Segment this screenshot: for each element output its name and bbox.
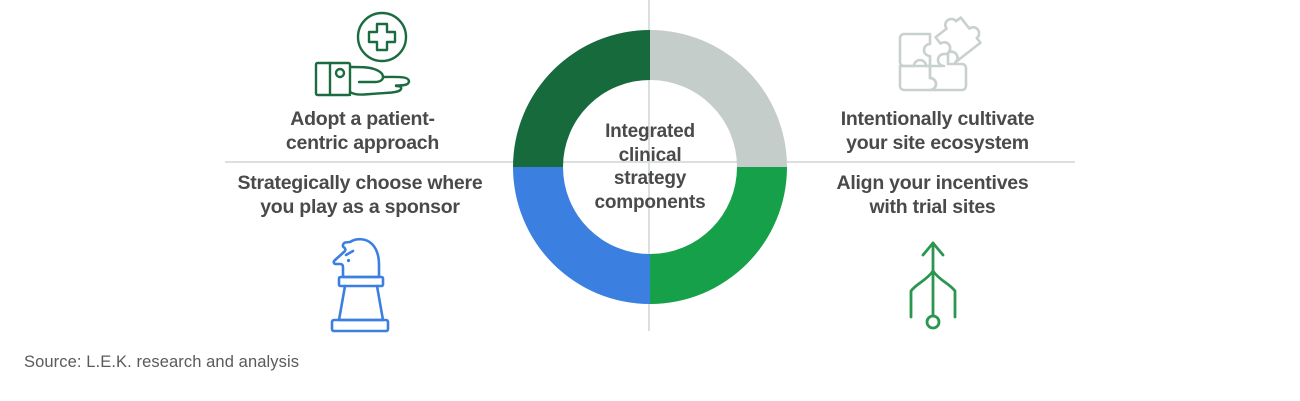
quadrant-top-left-label: Adopt a patient- centric approach [285,108,440,154]
quadrant-top-left: Adopt a patient- centric approach [215,8,510,155]
merge-arrow-up-icon [909,241,956,330]
quadrant-bottom-right: Align your incentives with trial sites [785,172,1080,339]
horizontal-divider [225,161,1075,163]
donut-segment-top-left[interactable] [513,30,650,167]
merge-arrow-up-icon-box [785,229,1080,339]
source-note: Source: L.E.K. research and analysis [24,353,300,371]
quadrant-top-right-label: Intentionally cultivate your site ecosys… [840,108,1035,154]
chess-knight-icon-box [205,229,515,339]
quadrant-bottom-right-label: Align your incentives with trial sites [836,172,1029,218]
vertical-divider [648,0,650,331]
donut-segment-bottom-left[interactable] [513,167,650,304]
hand-holding-medical-cross-icon-box [215,8,510,104]
chess-knight-icon [330,237,390,333]
puzzle-pieces-icon [898,16,982,92]
donut-chart: Integrated clinical strategy components [513,30,787,304]
quadrant-bottom-left-label: Strategically choose where you play as a… [237,172,483,218]
quadrant-bottom-left: Strategically choose where you play as a… [205,172,515,339]
quadrant-top-right: Intentionally cultivate your site ecosys… [790,8,1085,155]
hand-holding-medical-cross-icon [314,11,410,97]
donut-segment-top-right[interactable] [650,30,787,167]
donut-svg [513,30,787,304]
donut-segment-bottom-right[interactable] [650,167,787,304]
puzzle-pieces-icon-box [790,8,1085,104]
